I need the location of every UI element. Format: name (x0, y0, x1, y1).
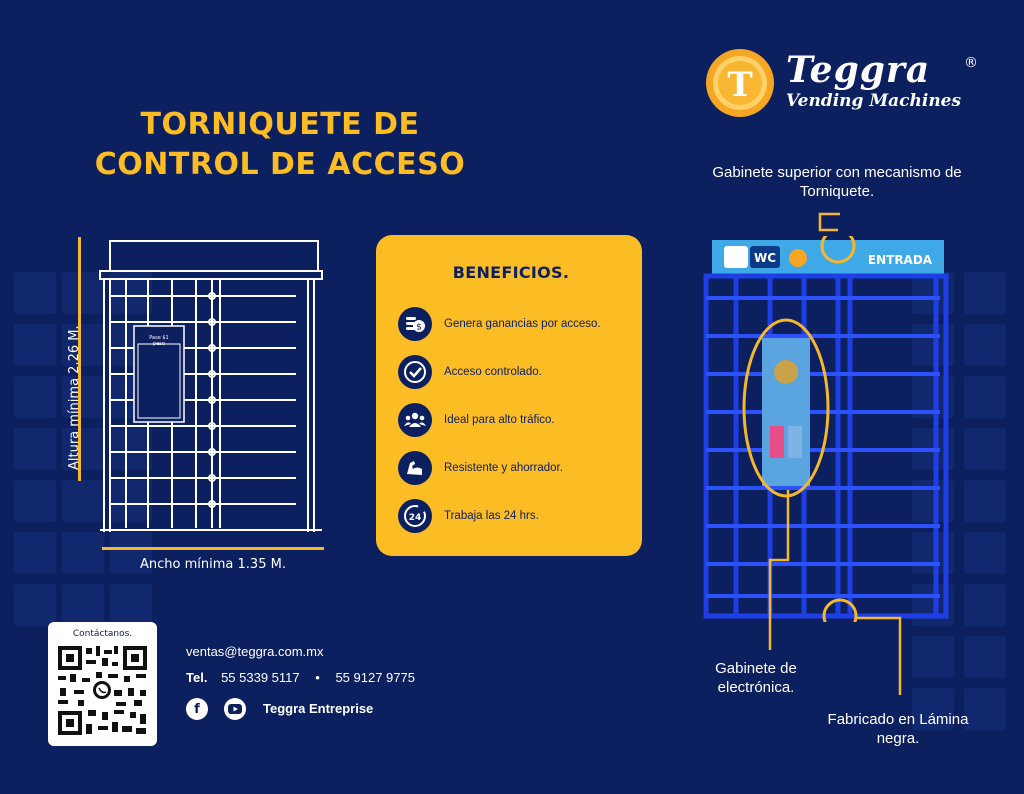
benefit-label: Ideal para alto tráfico. (444, 414, 555, 426)
benefits-card: BENEFICIOS. $ Genera ganancias por acces… (376, 235, 642, 556)
logo-letter: T (727, 65, 752, 105)
drawing-panel-text-2: peso (153, 341, 165, 347)
title-line-1: TORNIQUETE DE (140, 107, 420, 142)
turnstile-line-drawing: Pase $1 peso (99, 240, 323, 532)
page-title: TORNIQUETE DE CONTROL DE ACCESO (40, 105, 520, 185)
drawing-panel-text-1: Pase $1 (149, 335, 169, 341)
facebook-icon[interactable]: f (186, 698, 208, 720)
benefit-item: 24 Trabaja las 24 hrs. (398, 492, 624, 540)
strong-arm-icon (398, 451, 432, 485)
benefit-item: $ Genera ganancias por acceso. (398, 300, 624, 348)
contact-phones: Tel. 55 5339 5117 • 55 9127 9775 (186, 670, 415, 685)
svg-text:$: $ (416, 323, 422, 333)
phone-1[interactable]: 55 5339 5117 (221, 670, 300, 685)
logo-subtitle: Vending Machines (786, 91, 962, 111)
phone-separator: • (315, 670, 320, 685)
benefit-item: Resistente y ahorrador. (398, 444, 624, 492)
qr-contact-card: Contáctanos. (48, 622, 157, 746)
registered-mark: ® (964, 55, 978, 71)
benefit-label: Acceso controlado. (444, 366, 542, 378)
photo-sign-wc: WC (754, 251, 776, 265)
24-hours-icon: 24 (398, 499, 432, 533)
logo-name: Teggra (786, 49, 931, 91)
benefits-heading: BENEFICIOS. (452, 263, 570, 282)
benefit-label: Trabaja las 24 hrs. (444, 510, 539, 522)
callout-material: Fabricado en Lámina negra. (827, 711, 969, 747)
24-hours-text: 24 (409, 513, 422, 523)
benefit-label: Genera ganancias por acceso. (444, 318, 601, 330)
check-circle-icon (398, 355, 432, 389)
phone-2[interactable]: 55 9127 9775 (335, 670, 415, 685)
coins-icon: $ (398, 307, 432, 341)
benefit-label: Resistente y ahorrador. (444, 462, 563, 474)
callout-electronics: Gabinete de electrónica. (715, 660, 797, 696)
turnstile-photo: WC ENTRADA (703, 236, 949, 622)
width-dimension-line (102, 547, 324, 550)
qr-title: Contáctanos. (72, 629, 133, 639)
people-group-icon (398, 403, 432, 437)
qr-code[interactable] (56, 644, 149, 737)
teggra-emblem-icon: T (706, 49, 774, 117)
teggra-logo: T Teggra Vending Machines ® (700, 45, 990, 125)
contact-email[interactable]: ventas@teggra.com.mx (186, 644, 324, 659)
title-line-2: CONTROL DE ACCESO (94, 147, 466, 182)
callout-top-cabinet: Gabinete superior con mecanismo de Torni… (712, 164, 962, 200)
benefit-item: Ideal para alto tráfico. (398, 396, 624, 444)
benefit-item: Acceso controlado. (398, 348, 624, 396)
photo-sign-entrada: ENTRADA (868, 253, 933, 267)
social-name: Teggra Entreprise (263, 701, 374, 716)
height-dimension-line (78, 237, 81, 481)
width-dimension-label: Ancho mínima 1.35 M. (140, 557, 286, 572)
tel-label: Tel. (186, 670, 208, 685)
background-tiles-left (14, 272, 184, 672)
youtube-icon[interactable] (224, 698, 246, 720)
